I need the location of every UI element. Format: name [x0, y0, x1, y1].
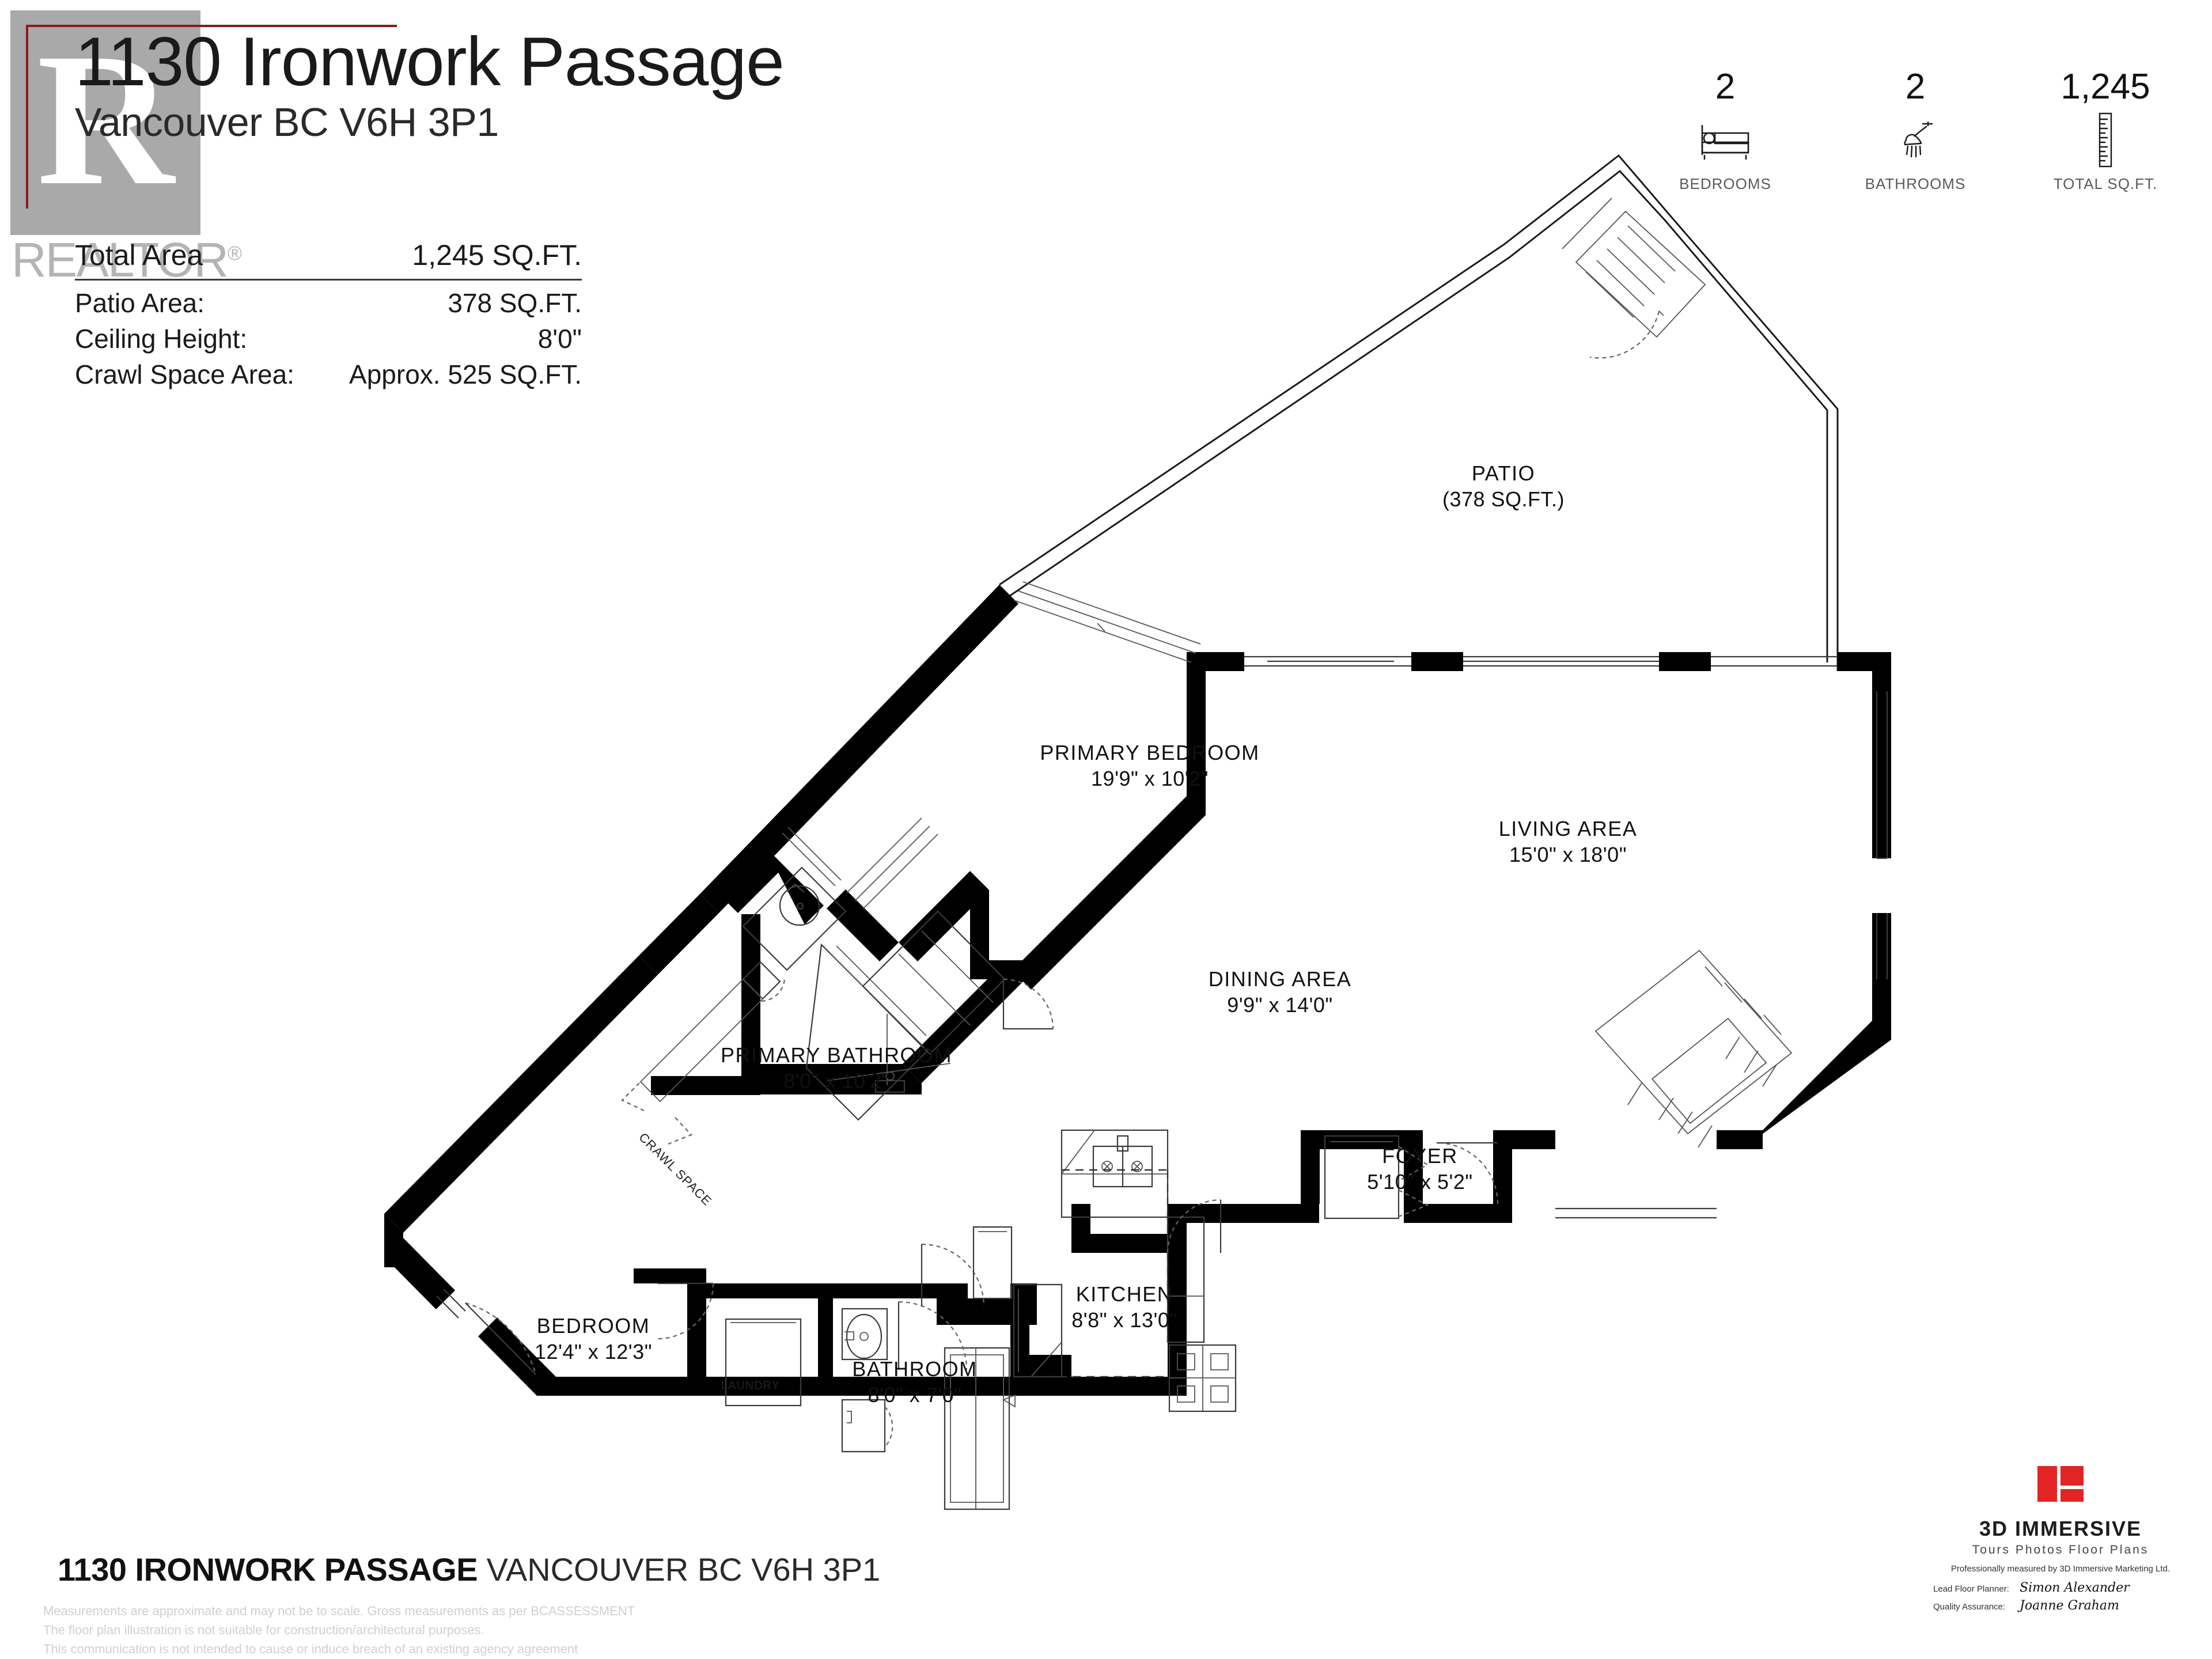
stat-total-sqft-label: TOTAL SQ.FT.	[2053, 175, 2158, 192]
credit-lead-planner: Lead Floor Planner: Simon Alexander	[1925, 1581, 2196, 1595]
room-name-patio: PATIO	[1471, 461, 1536, 485]
room-name-primary-bedroom: PRIMARY BEDROOM	[1040, 741, 1260, 764]
shower-icon	[1820, 108, 2010, 172]
laundry-fixtures	[725, 1318, 802, 1407]
area-label-ceiling: Ceiling Height:	[75, 324, 248, 354]
annotation-crawl-space: CRAWL SPACE	[636, 1130, 715, 1209]
room-label-foyer: FOYER 5'10" x 5'2"	[1367, 1143, 1472, 1195]
area-row-total: Total Area 1,245 SQ.FT.	[75, 236, 582, 278]
stat-bathrooms-value: 2	[1905, 67, 1926, 107]
primary-closet-slider	[782, 817, 938, 910]
room-label-patio: PATIO (378 SQ.FT.)	[1442, 461, 1565, 513]
annotation-laundry: LAUNDRY	[721, 1379, 781, 1392]
room-name-kitchen: KITCHEN	[1075, 1282, 1173, 1306]
room-label-primary-bathroom: PRIMARY BATHROOM 8'0" x 10'2"	[721, 1043, 952, 1094]
stat-total-sqft: 1,245 TOTAL SQ.FT.	[2010, 69, 2200, 193]
footer-title-address: 1130 IRONWORK PASSAGE	[58, 1551, 478, 1588]
page-subtitle: Vancouver BC V6H 3P1	[75, 100, 499, 145]
bath-closet-door	[921, 1226, 1013, 1307]
room-dim-bathroom: 8'0" x 7'0"	[868, 1383, 962, 1407]
room-label-kitchen: KITCHEN 8'8" x 13'0"	[1071, 1282, 1177, 1334]
primary-bedroom-door	[1002, 978, 1054, 1030]
bedroom-door	[436, 1289, 537, 1375]
patio-outline	[999, 154, 1839, 671]
area-value-ceiling: 8'0"	[537, 324, 582, 354]
stat-bedrooms-value: 2	[1715, 67, 1736, 107]
disclaimer-line-2: The floor plan illustration is not suita…	[43, 1623, 484, 1637]
area-value-total: 1,245 SQ.FT.	[412, 239, 582, 271]
room-dim-kitchen: 8'8" x 13'0"	[1071, 1308, 1177, 1332]
area-summary-table: Total Area 1,245 SQ.FT. Patio Area: 378 …	[75, 236, 582, 392]
room-dim-primary-bedroom: 19'9" x 10'2"	[1091, 767, 1209, 790]
stat-bedrooms: 2 BEDROOMS	[1630, 69, 1820, 193]
brand-block: 3D IMMERSIVE Tours Photos Floor Plans Pr…	[1925, 1466, 2196, 1613]
living-north-windows	[1244, 656, 1838, 667]
credit-lead-planner-signature: Simon Alexander	[2020, 1581, 2130, 1595]
ruler-icon	[2010, 108, 2200, 172]
header: 1130 Ironwork Passage Vancouver BC V6H 3…	[75, 23, 881, 149]
living-south-window	[1555, 1207, 1717, 1219]
brand-name: 3D IMMERSIVE	[1979, 1517, 2142, 1540]
credit-quality-assurance-role: Quality Assurance:	[1933, 1602, 2006, 1612]
area-label-patio: Patio Area:	[75, 288, 205, 318]
room-label-bedroom: BEDROOM 12'4" x 12'3"	[535, 1313, 652, 1365]
area-divider	[75, 279, 582, 281]
brand-measured-by: Professionally measured by 3D Immersive …	[1950, 1564, 2171, 1574]
immersive-logo-icon	[2037, 1466, 2084, 1512]
disclaimer: Measurements are approximate and may not…	[43, 1601, 635, 1658]
room-dim-primary-bathroom: 8'0" x 10'2"	[783, 1069, 889, 1093]
living-east-windows	[1876, 691, 1888, 979]
room-dim-living-area: 15'0" x 18'0"	[1509, 843, 1627, 866]
area-row-crawl: Crawl Space Area: Approx. 525 SQ.FT.	[75, 357, 582, 392]
room-label-living-area: LIVING AREA 15'0" x 18'0"	[1499, 816, 1638, 868]
credit-quality-assurance-signature: Joanne Graham	[2020, 1599, 2119, 1613]
disclaimer-line-1: Measurements are approximate and may not…	[43, 1604, 635, 1618]
footer-title: 1130 IRONWORK PASSAGE VANCOUVER BC V6H 3…	[58, 1552, 880, 1587]
stat-total-sqft-value: 1,245	[2061, 67, 2150, 107]
patio-slider	[1013, 581, 1201, 663]
stat-bedrooms-label: BEDROOMS	[1679, 175, 1771, 192]
stat-bathrooms: 2 BATHROOMS	[1820, 69, 2010, 193]
exterior-walls	[384, 585, 1891, 1396]
room-label-primary-bedroom: PRIMARY BEDROOM 19'9" x 10'2"	[1040, 740, 1259, 792]
room-dim-dining-area: 9'9" x 14'0"	[1227, 993, 1333, 1017]
room-dim-foyer: 5'10" x 5'2"	[1367, 1170, 1473, 1194]
room-dim-patio: (378 SQ.FT.)	[1442, 487, 1565, 511]
area-value-patio: 378 SQ.FT.	[448, 288, 582, 318]
disclaimer-line-3: This communication is not intended to ca…	[43, 1642, 578, 1656]
footer-title-city: VANCOUVER BC V6H 3P1	[486, 1551, 881, 1588]
area-value-crawl: Approx. 525 SQ.FT.	[349, 359, 582, 389]
area-label-total: Total Area	[75, 239, 203, 271]
room-name-bedroom: BEDROOM	[536, 1314, 650, 1338]
brand-tagline: Tours Photos Floor Plans	[1972, 1543, 2149, 1556]
credit-lead-planner-role: Lead Floor Planner:	[1933, 1584, 2009, 1594]
kitchen-fixtures	[1013, 1129, 1237, 1412]
room-name-living-area: LIVING AREA	[1498, 817, 1638, 840]
fireplace	[1594, 949, 1793, 1148]
room-dim-bedroom: 12'4" x 12'3"	[535, 1340, 652, 1363]
room-name-dining-area: DINING AREA	[1208, 967, 1352, 991]
room-name-bathroom: BATHROOM	[852, 1357, 978, 1381]
bed-icon	[1630, 108, 1820, 172]
room-name-foyer: FOYER	[1382, 1144, 1458, 1168]
property-stats: 2 BEDROOMS 2	[1630, 69, 2200, 193]
stat-bathrooms-label: BATHROOMS	[1865, 175, 1966, 192]
room-label-dining-area: DINING AREA 9'9" x 14'0"	[1209, 967, 1352, 1018]
area-row-patio: Patio Area: 378 SQ.FT.	[75, 285, 582, 321]
room-name-primary-bathroom: PRIMARY BATHROOM	[720, 1043, 953, 1067]
area-label-crawl: Crawl Space Area:	[75, 359, 294, 389]
room-label-bathroom: BATHROOM 8'0" x 7'0"	[852, 1357, 977, 1408]
area-row-ceiling: Ceiling Height: 8'0"	[75, 321, 582, 357]
page-title: 1130 Ironwork Passage	[75, 23, 785, 100]
credit-quality-assurance: Quality Assurance: Joanne Graham	[1925, 1599, 2196, 1613]
patio-stairs	[1562, 198, 1706, 359]
